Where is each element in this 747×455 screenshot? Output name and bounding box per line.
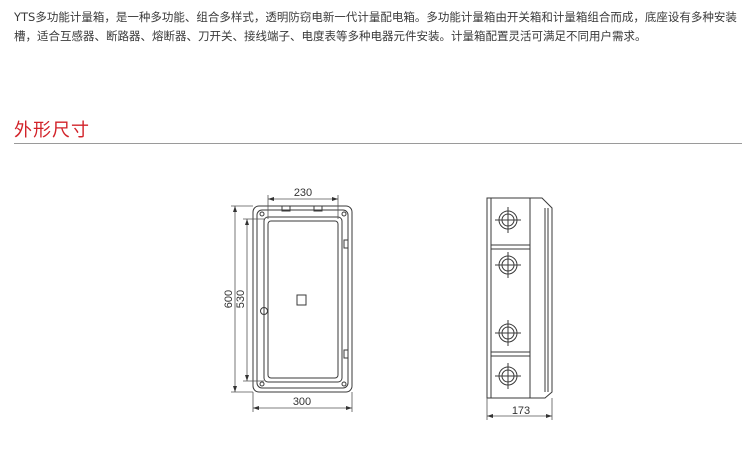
dim-height-outer: 600 (223, 290, 235, 308)
dim-width-top: 230 (294, 187, 312, 199)
front-view (252, 205, 353, 393)
section-title: 外形尺寸 (14, 120, 90, 141)
dim-depth: 173 (512, 405, 530, 417)
side-view (486, 197, 553, 399)
dim-height-inner: 530 (235, 290, 247, 308)
section-divider (14, 143, 742, 144)
dim-width-bottom: 300 (293, 396, 311, 408)
lock-icon (296, 294, 307, 306)
intro-paragraph: YTS多功能计量箱，是一种多功能、组合多样式，透明防窃电新一代计量配电箱。多功能… (14, 10, 737, 43)
